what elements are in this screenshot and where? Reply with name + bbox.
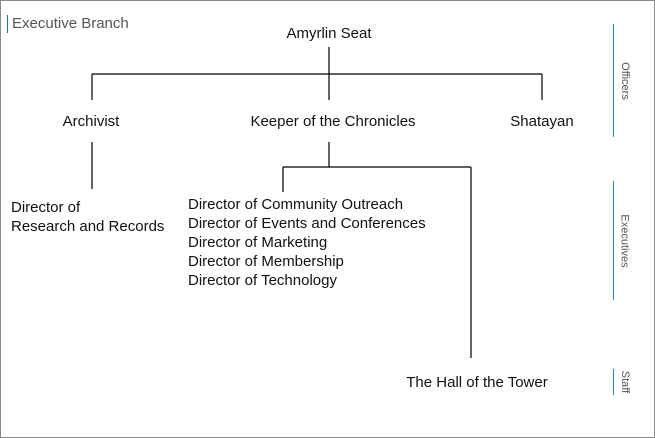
node-director-membership: Director of Membership <box>188 253 344 270</box>
node-director-events-conferences: Director of Events and Conferences <box>188 215 426 232</box>
section-label-officers: Officers <box>619 61 632 100</box>
node-director-research-records: Director of Research and Records <box>11 198 164 236</box>
node-director-marketing: Director of Marketing <box>188 234 328 251</box>
node-directors-group: Director of Community Outreach Director … <box>188 195 426 290</box>
section-bar-officers <box>612 24 614 137</box>
section-bar-staff <box>612 369 614 395</box>
node-amyrlin-seat: Amyrlin Seat <box>286 25 372 42</box>
section-label-staff: Staff <box>619 370 631 394</box>
chart-title: Executive Branch <box>7 15 129 33</box>
node-hall-of-the-tower: The Hall of the Tower <box>406 374 548 391</box>
section-label-executives: Executives <box>619 213 632 268</box>
node-archivist: Archivist <box>62 113 120 130</box>
node-shatayan: Shatayan <box>510 113 574 130</box>
node-director-community-outreach: Director of Community Outreach <box>188 196 404 213</box>
section-bar-executives <box>612 181 614 300</box>
node-director-research-line2: Research and Records <box>11 218 165 235</box>
node-keeper-of-the-chronicles: Keeper of the Chronicles <box>250 113 416 130</box>
node-director-research-line1: Director of <box>11 199 81 216</box>
node-director-technology: Director of Technology <box>188 272 337 289</box>
